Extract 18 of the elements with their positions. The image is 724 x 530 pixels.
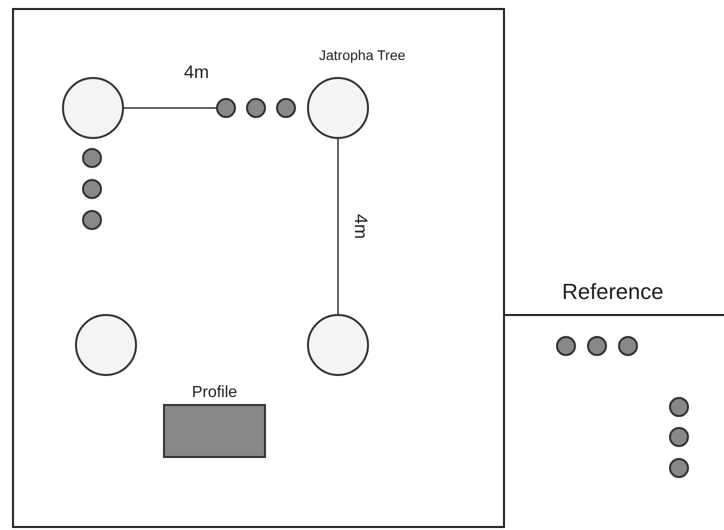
plant-dot: [556, 336, 576, 356]
profile-label: Profile: [192, 384, 238, 402]
plant-dot: [618, 336, 638, 356]
plant-dot: [82, 179, 102, 199]
plant-dot: [669, 427, 689, 447]
plant-dot: [669, 397, 689, 417]
plant-dot: [276, 98, 296, 118]
plant-dot: [587, 336, 607, 356]
section-heading: Reference: [562, 279, 664, 305]
plant-dot: [82, 148, 102, 168]
measurement-line: [124, 107, 216, 109]
tree-label: Jatropha Tree: [319, 47, 406, 63]
plant-dot: [82, 210, 102, 230]
plot-boundary-box: [12, 8, 505, 528]
plant-dot: [246, 98, 266, 118]
measurement-line: [337, 139, 339, 314]
plant-dot: [216, 98, 236, 118]
plant-dot: [669, 458, 689, 478]
